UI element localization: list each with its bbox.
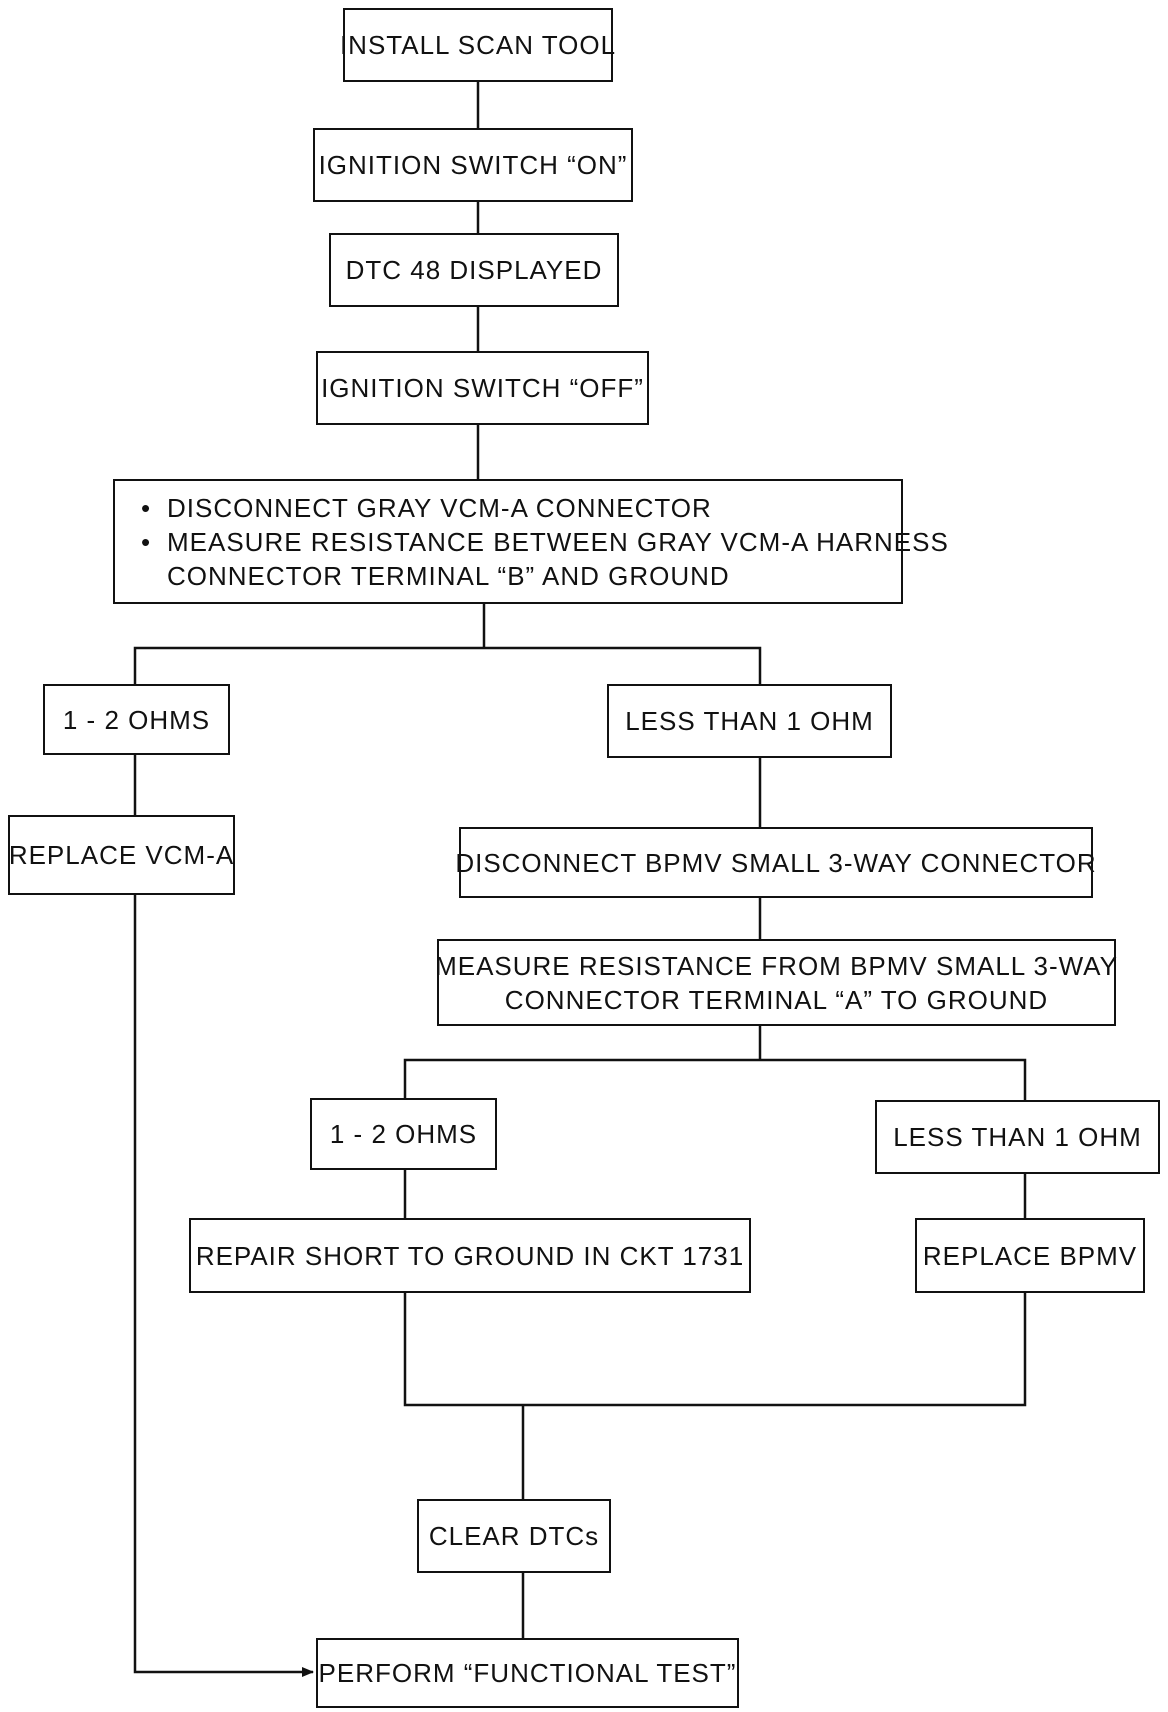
- measure-bpmv-line-2: CONNECTOR TERMINAL “A” TO GROUND: [504, 984, 1049, 1015]
- ignition-off-label: IGNITION SWITCH “OFF”: [321, 373, 644, 403]
- vcm-check-line-2: MEASURE RESISTANCE BETWEEN GRAY VCM-A HA…: [167, 526, 949, 557]
- disconnect-bpmv-label: DISCONNECT BPMV SMALL 3-WAY CONNECTOR: [455, 847, 1097, 878]
- measure-bpmv-line-1: MEASURE RESISTANCE FROM BPMV SMALL 3-WAY: [435, 950, 1118, 981]
- vcm-check-line-3: CONNECTOR TERMINAL “B” AND GROUND: [167, 560, 730, 591]
- repair-short-step: REPAIR SHORT TO GROUND IN CKT 1731: [189, 1218, 751, 1293]
- result-left-less-than-1-ohm-label: LESS THAN 1 OHM: [625, 706, 874, 736]
- result-right-1-2-ohms: 1 - 2 OHMS: [310, 1098, 497, 1170]
- connector-merge: [403, 1293, 1027, 1407]
- replace-bpmv-step: REPLACE BPMV: [915, 1218, 1145, 1293]
- install-scan-tool-step: INSTALL SCAN TOOL: [339, 8, 617, 82]
- repair-short-label: REPAIR SHORT TO GROUND IN CKT 1731: [195, 1240, 745, 1271]
- ignition-on-label: IGNITION SWITCH “ON”: [318, 150, 628, 180]
- result-left-1-2-ohms: 1 - 2 OHMS: [43, 684, 230, 755]
- disconnect-bpmv-step: DISCONNECT BPMV SMALL 3-WAY CONNECTOR: [455, 827, 1096, 898]
- clear-dtcs-step: CLEAR DTCs: [417, 1499, 611, 1573]
- replace-vcm-label: REPLACE VCM-A: [8, 840, 235, 870]
- replace-vcm-step: REPLACE VCM-A: [8, 815, 235, 895]
- install-scan-tool-label: INSTALL SCAN TOOL: [339, 30, 617, 60]
- connector-split-1: [133, 646, 762, 684]
- vcm-check-item-measure: • MEASURE RESISTANCE BETWEEN GRAY VCM-A …: [141, 525, 949, 593]
- result-left-less-than-1-ohm: LESS THAN 1 OHM: [607, 684, 892, 758]
- replace-bpmv-label: REPLACE BPMV: [922, 1240, 1138, 1271]
- vcm-check-item-disconnect: • DISCONNECT GRAY VCM-A CONNECTOR: [141, 491, 949, 525]
- bullet-icon: •: [141, 492, 152, 523]
- connector-split-2: [403, 1058, 1027, 1100]
- bullet-icon: •: [141, 526, 152, 557]
- ignition-on-step: IGNITION SWITCH “ON”: [313, 128, 633, 202]
- result-left-1-2-ohms-label: 1 - 2 OHMS: [62, 704, 211, 735]
- clear-dtcs-label: CLEAR DTCs: [428, 1521, 600, 1551]
- functional-test-step: PERFORM “FUNCTIONAL TEST”: [316, 1638, 739, 1708]
- ignition-off-step: IGNITION SWITCH “OFF”: [316, 351, 649, 425]
- functional-test-label: PERFORM “FUNCTIONAL TEST”: [318, 1658, 737, 1688]
- result-right-less-than-1-ohm-label: LESS THAN 1 OHM: [893, 1122, 1142, 1152]
- vcm-check-line-1: DISCONNECT GRAY VCM-A CONNECTOR: [167, 492, 712, 523]
- connector-replace-vcm-to-functional: [133, 895, 314, 1677]
- dtc-48-label: DTC 48 DISPLAYED: [345, 255, 603, 285]
- dtc-48-step: DTC 48 DISPLAYED: [329, 233, 619, 307]
- vcm-check-step: • DISCONNECT GRAY VCM-A CONNECTOR • MEAS…: [113, 479, 948, 604]
- result-right-1-2-ohms-label: 1 - 2 OHMS: [329, 1119, 478, 1149]
- vcm-check-list: • DISCONNECT GRAY VCM-A CONNECTOR • MEAS…: [141, 491, 949, 593]
- measure-bpmv-step: MEASURE RESISTANCE FROM BPMV SMALL 3-WAY…: [435, 939, 1118, 1026]
- result-right-less-than-1-ohm: LESS THAN 1 OHM: [875, 1100, 1160, 1174]
